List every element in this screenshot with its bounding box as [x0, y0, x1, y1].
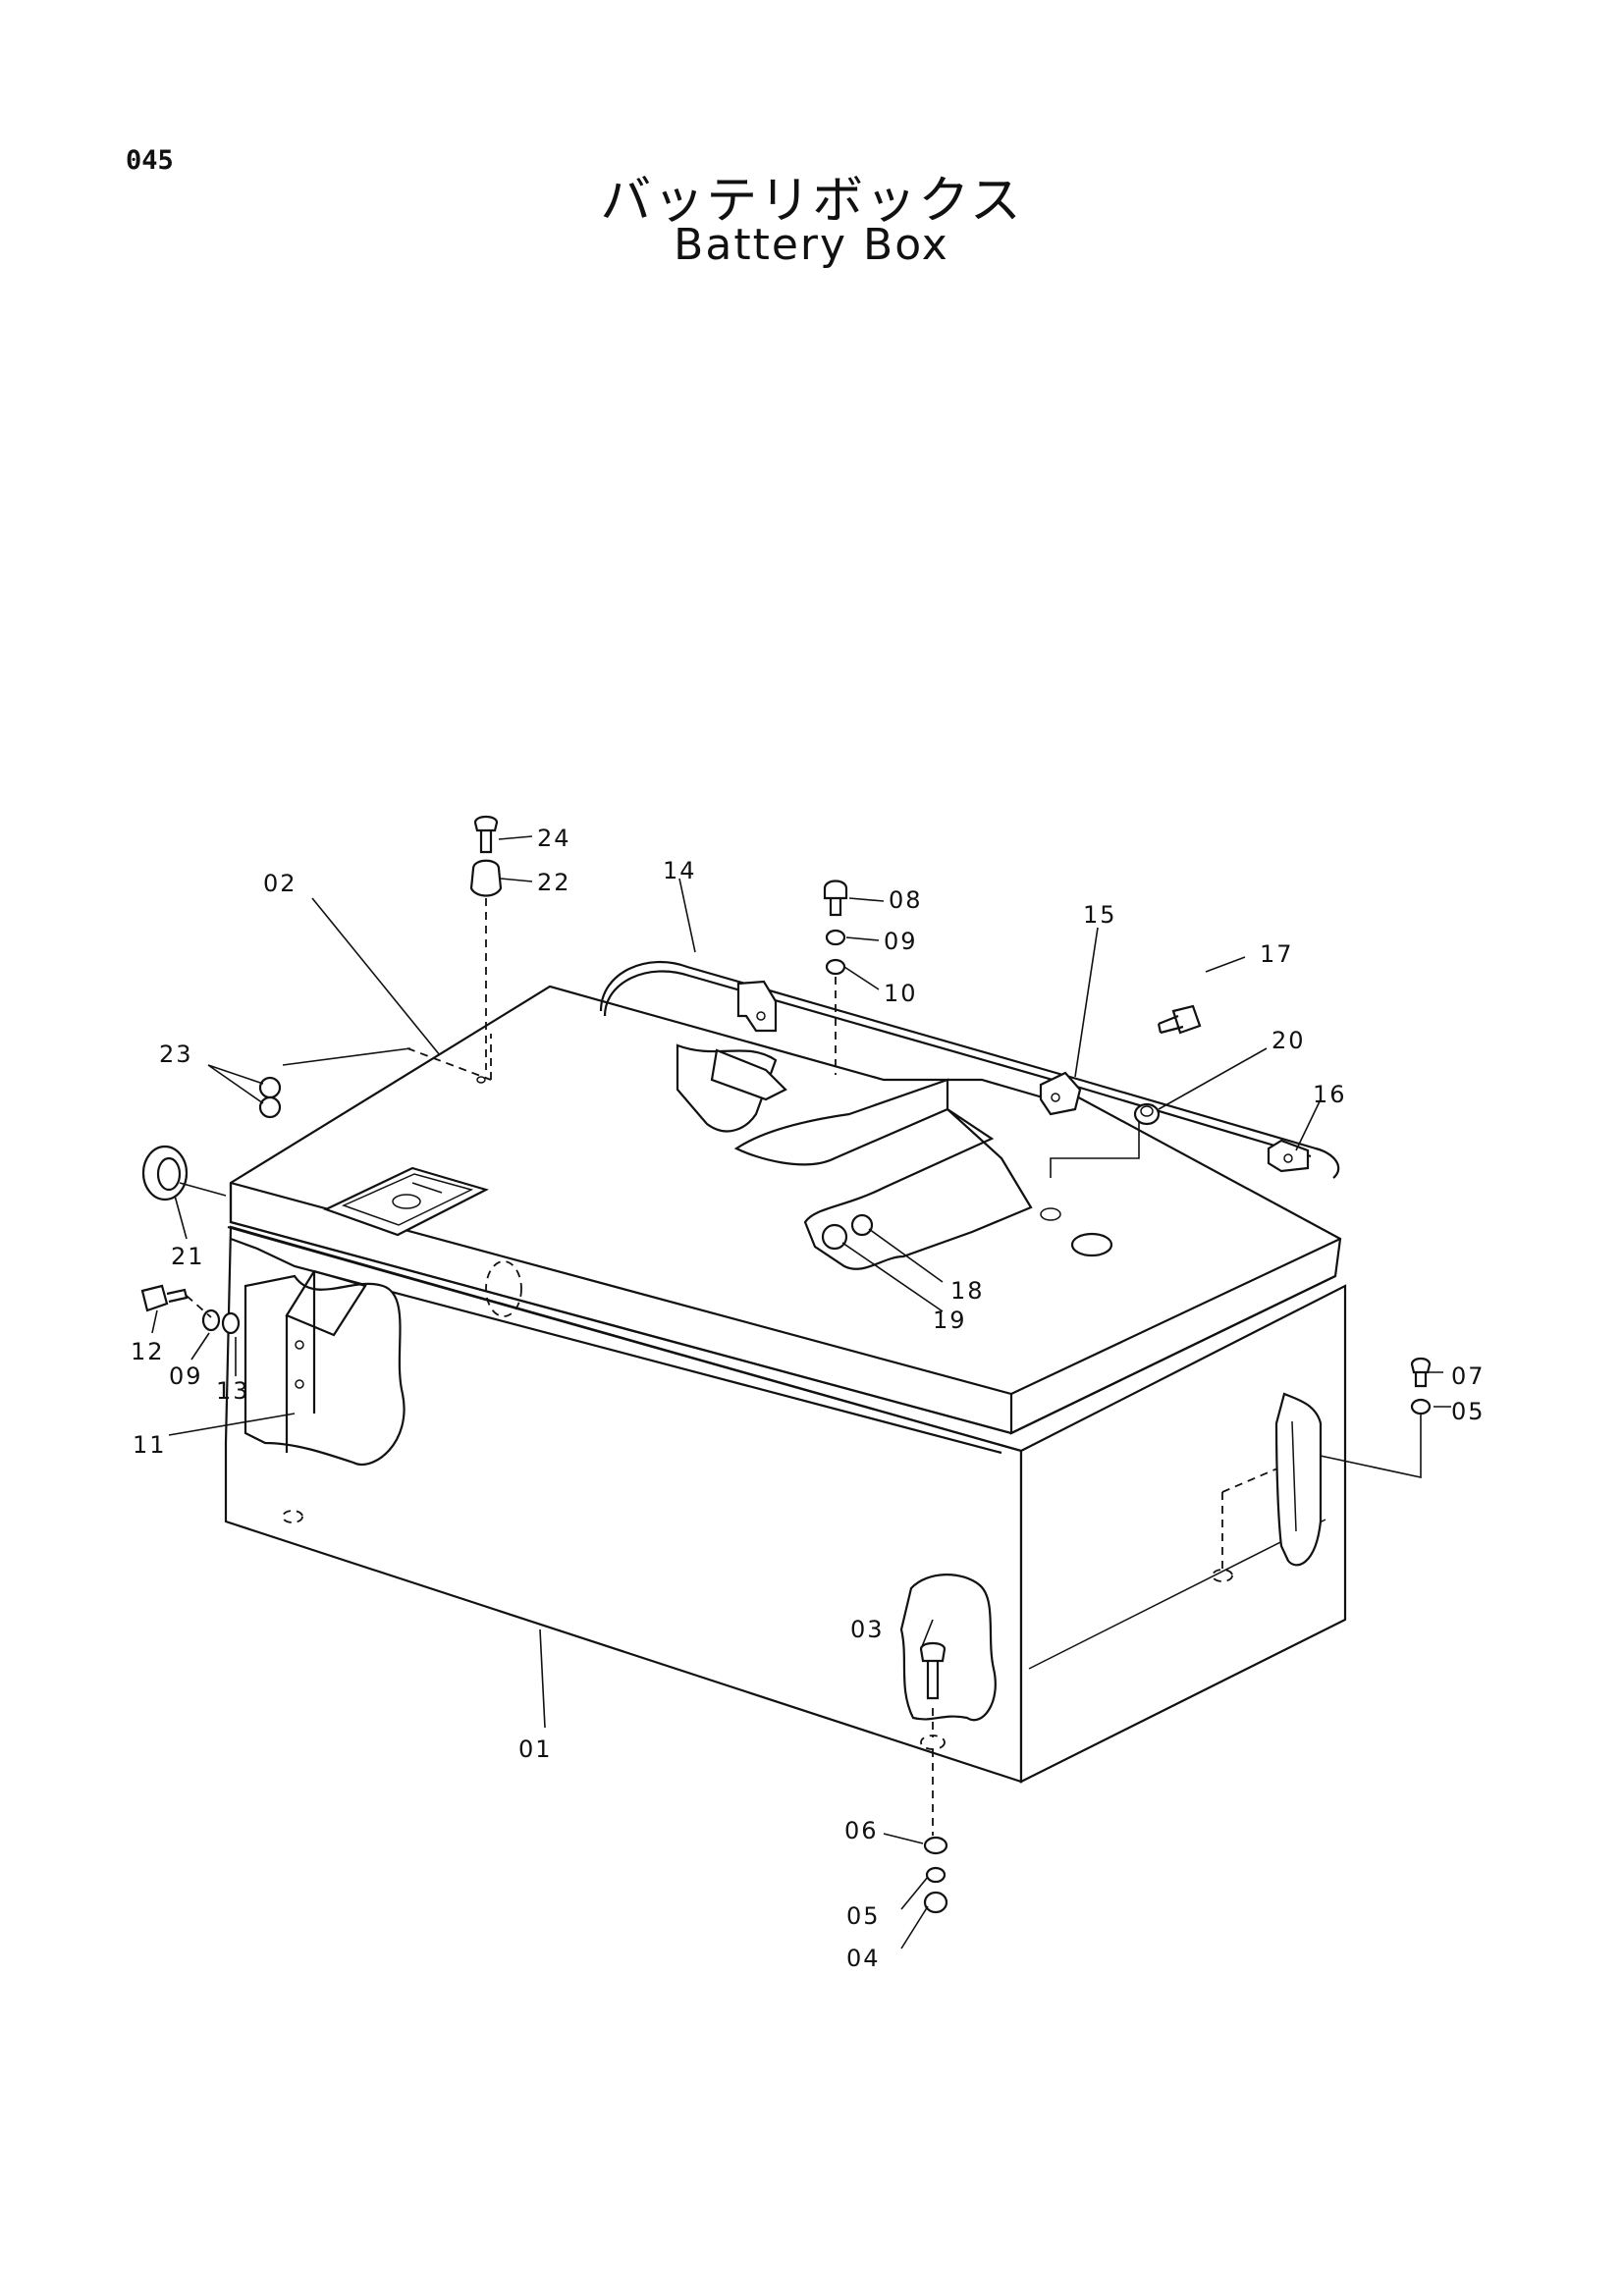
hardware-parts	[140, 815, 1432, 1914]
part-label-08: 08	[889, 886, 923, 914]
part-label-15: 15	[1083, 901, 1117, 929]
part-label-12: 12	[131, 1338, 165, 1365]
page-title-english: Battery Box	[674, 220, 949, 270]
left-bracket-cutaway	[243, 1269, 406, 1466]
part-label-06: 06	[844, 1817, 879, 1844]
page-title-japanese: バッテリボックス	[600, 172, 1023, 231]
part-label-03: 03	[850, 1616, 885, 1643]
part-label-17: 17	[1260, 940, 1294, 968]
part-label-19: 19	[933, 1307, 967, 1334]
part-label-10: 10	[884, 980, 918, 1007]
part-label-01: 01	[518, 1735, 553, 1763]
part-label-22: 22	[537, 869, 571, 896]
part-label-09-left: 09	[169, 1362, 203, 1390]
part-number-labels: 24 22 02 14 08 09 10 15 17 20 16 23 21 1…	[131, 825, 1486, 1972]
part-label-04: 04	[846, 1945, 881, 1972]
part-label-05-bottom: 05	[846, 1902, 881, 1930]
part-label-23: 23	[159, 1041, 193, 1068]
part-label-24: 24	[537, 825, 571, 852]
part-label-02: 02	[263, 870, 298, 897]
part-label-13: 13	[216, 1377, 250, 1405]
part-label-05-right: 05	[1451, 1398, 1486, 1425]
part-label-07: 07	[1451, 1362, 1486, 1390]
part-label-11: 11	[133, 1431, 167, 1459]
part-label-18: 18	[950, 1277, 985, 1305]
part-label-20: 20	[1271, 1027, 1306, 1054]
part-label-14: 14	[663, 857, 697, 884]
part-label-21: 21	[171, 1243, 205, 1270]
battery-box-body	[224, 1225, 1347, 1784]
part-label-16: 16	[1313, 1081, 1347, 1108]
page-number: 045	[126, 145, 174, 176]
leader-lines	[151, 835, 1451, 1949]
part-label-09-top: 09	[884, 928, 918, 955]
